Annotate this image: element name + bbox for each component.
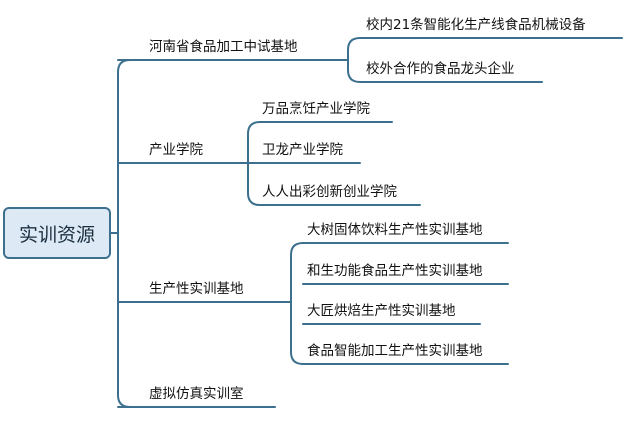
child-2-0-label: 大树固体饮料生产性实训基地 (307, 222, 483, 238)
branch-0-label: 河南省食品加工中试基地 (149, 39, 298, 55)
child-2-1-label: 和生功能食品生产性实训基地 (307, 263, 483, 279)
branch-3-label: 虚拟仿真实训室 (149, 386, 244, 402)
connector-branch-0 (329, 37, 361, 83)
child-2-3-label: 食品智能加工生产性实训基地 (307, 343, 483, 359)
child-1-2-label: 人人出彩创新创业学院 (262, 184, 397, 200)
root-node: 实训资源 (3, 207, 111, 259)
child-0-0-label: 校内21条智能化生产线食品机械设备 (366, 17, 586, 33)
child-2-2-label: 大匠烘焙生产性实训基地 (307, 303, 456, 319)
connector-root-trunk (117, 59, 131, 408)
child-1-1-label: 卫龙产业学院 (262, 142, 343, 158)
child-0-1-label: 校外合作的食品龙头企业 (366, 61, 515, 77)
branch-1-label: 产业学院 (149, 142, 203, 158)
branch-2-label: 生产性实训基地 (149, 281, 244, 297)
connector-branch-2 (282, 242, 304, 365)
child-1-0-label: 万品烹饪产业学院 (262, 101, 370, 117)
